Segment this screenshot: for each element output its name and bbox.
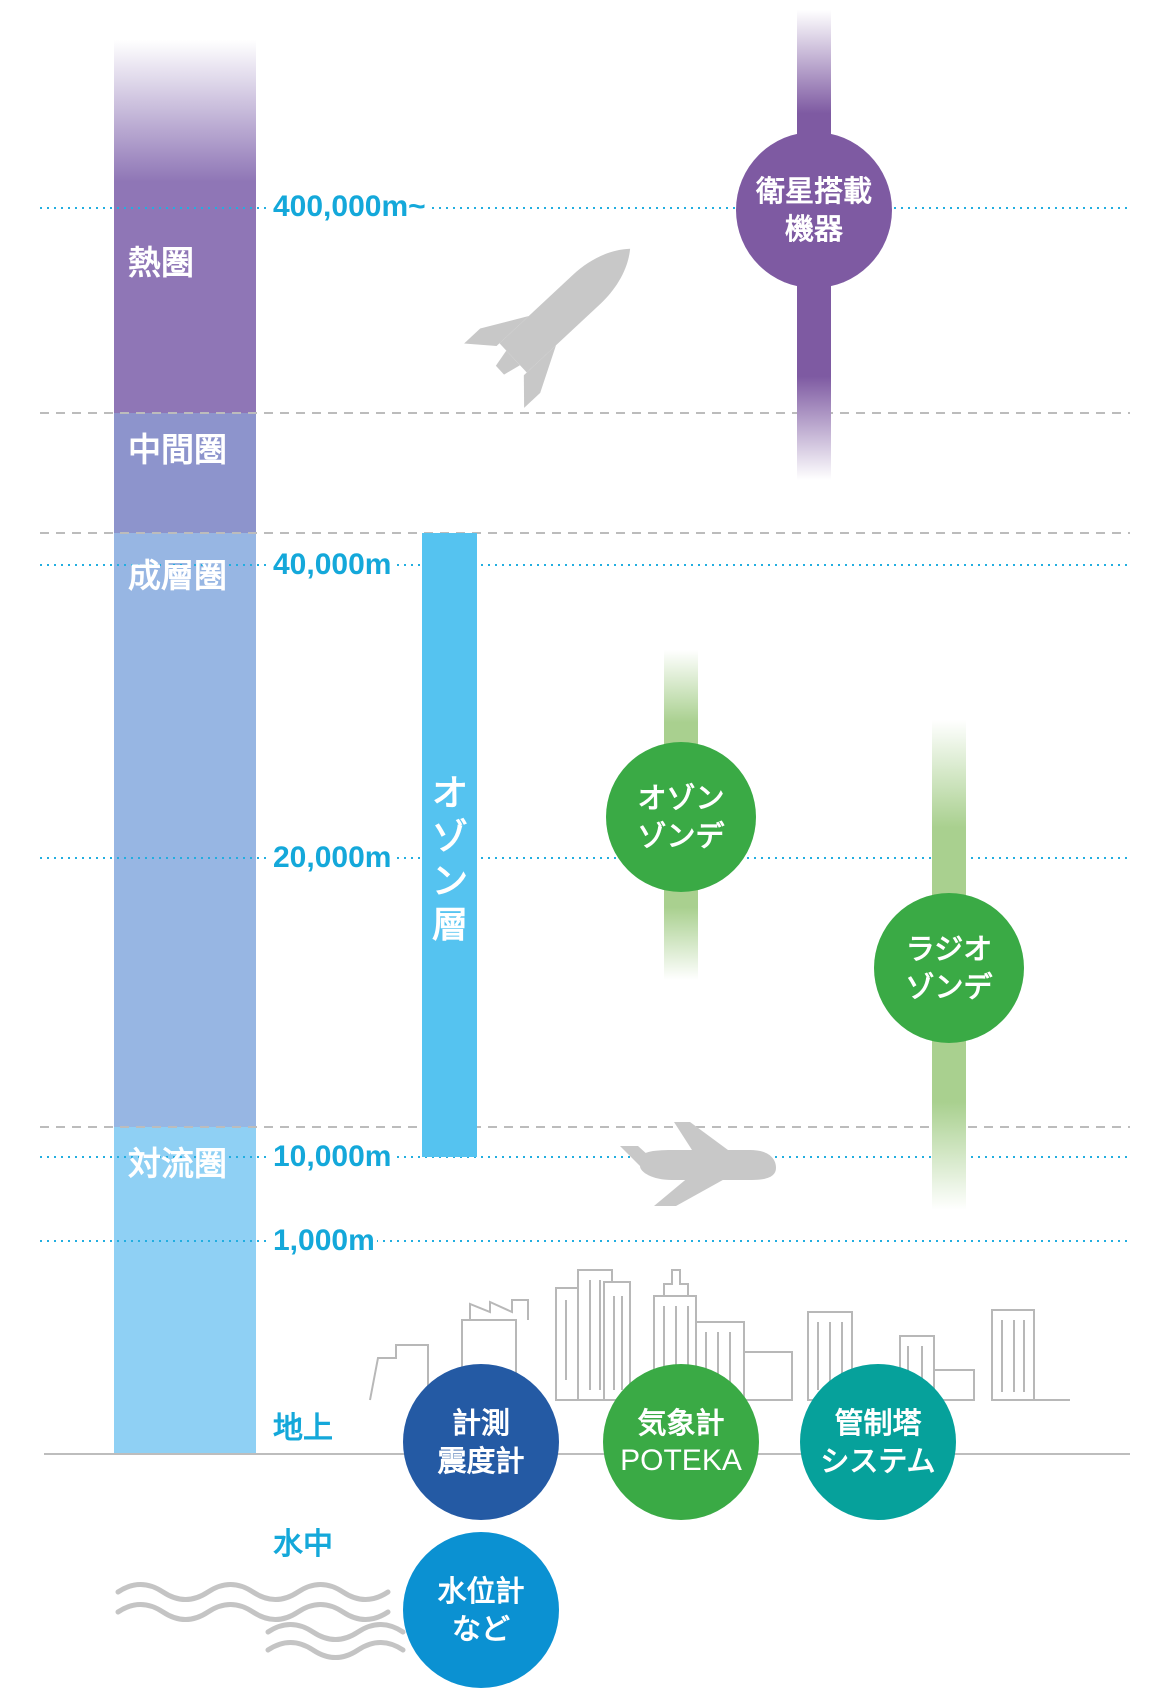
altitude-1000-label: 1,000m — [271, 1224, 377, 1258]
atmosphere-column — [114, 40, 256, 1454]
rocket-icon — [464, 248, 631, 408]
stratosphere-band — [114, 533, 256, 1127]
altitude-satellite-label: 400,000m~ — [271, 190, 428, 224]
thermosphere-label: 熱圏 — [128, 243, 194, 282]
airplane-icon — [620, 1122, 776, 1206]
ozone-layer-bar — [422, 533, 477, 1157]
water-waves-icon — [115, 1582, 406, 1660]
thermosphere-band — [114, 40, 256, 413]
altitude-40000-label: 40,000m — [271, 548, 394, 582]
control-tower-circle: 管制塔 システム — [800, 1364, 956, 1520]
ozonesonde-circle: オゾン ゾンデ — [606, 742, 756, 892]
troposphere-label: 対流圏 — [128, 1144, 227, 1183]
stratosphere-label: 成層圏 — [128, 556, 227, 595]
ozone-layer-label: オ ゾ ン 層 — [431, 773, 468, 946]
satellite-instrument-circle: 衛星搭載 機器 — [736, 132, 892, 288]
layer-boundaries — [40, 412, 1130, 1128]
mesosphere-band — [114, 413, 256, 533]
troposphere-band — [114, 1127, 256, 1454]
altitude-10000-label: 10,000m — [271, 1140, 394, 1174]
radiosonde-circle: ラジオ ゾンデ — [874, 893, 1024, 1043]
water-gauge-circle: 水位計 など — [403, 1532, 559, 1688]
mesosphere-label: 中間圏 — [128, 430, 227, 469]
underwater-label: 水中 — [271, 1528, 335, 1562]
weather-station-circle: 気象計 POTEKA — [603, 1364, 759, 1520]
altitude-20000-label: 20,000m — [271, 841, 394, 875]
seismometer-circle: 計測 震度計 — [403, 1364, 559, 1520]
ground-label: 地上 — [271, 1412, 335, 1446]
